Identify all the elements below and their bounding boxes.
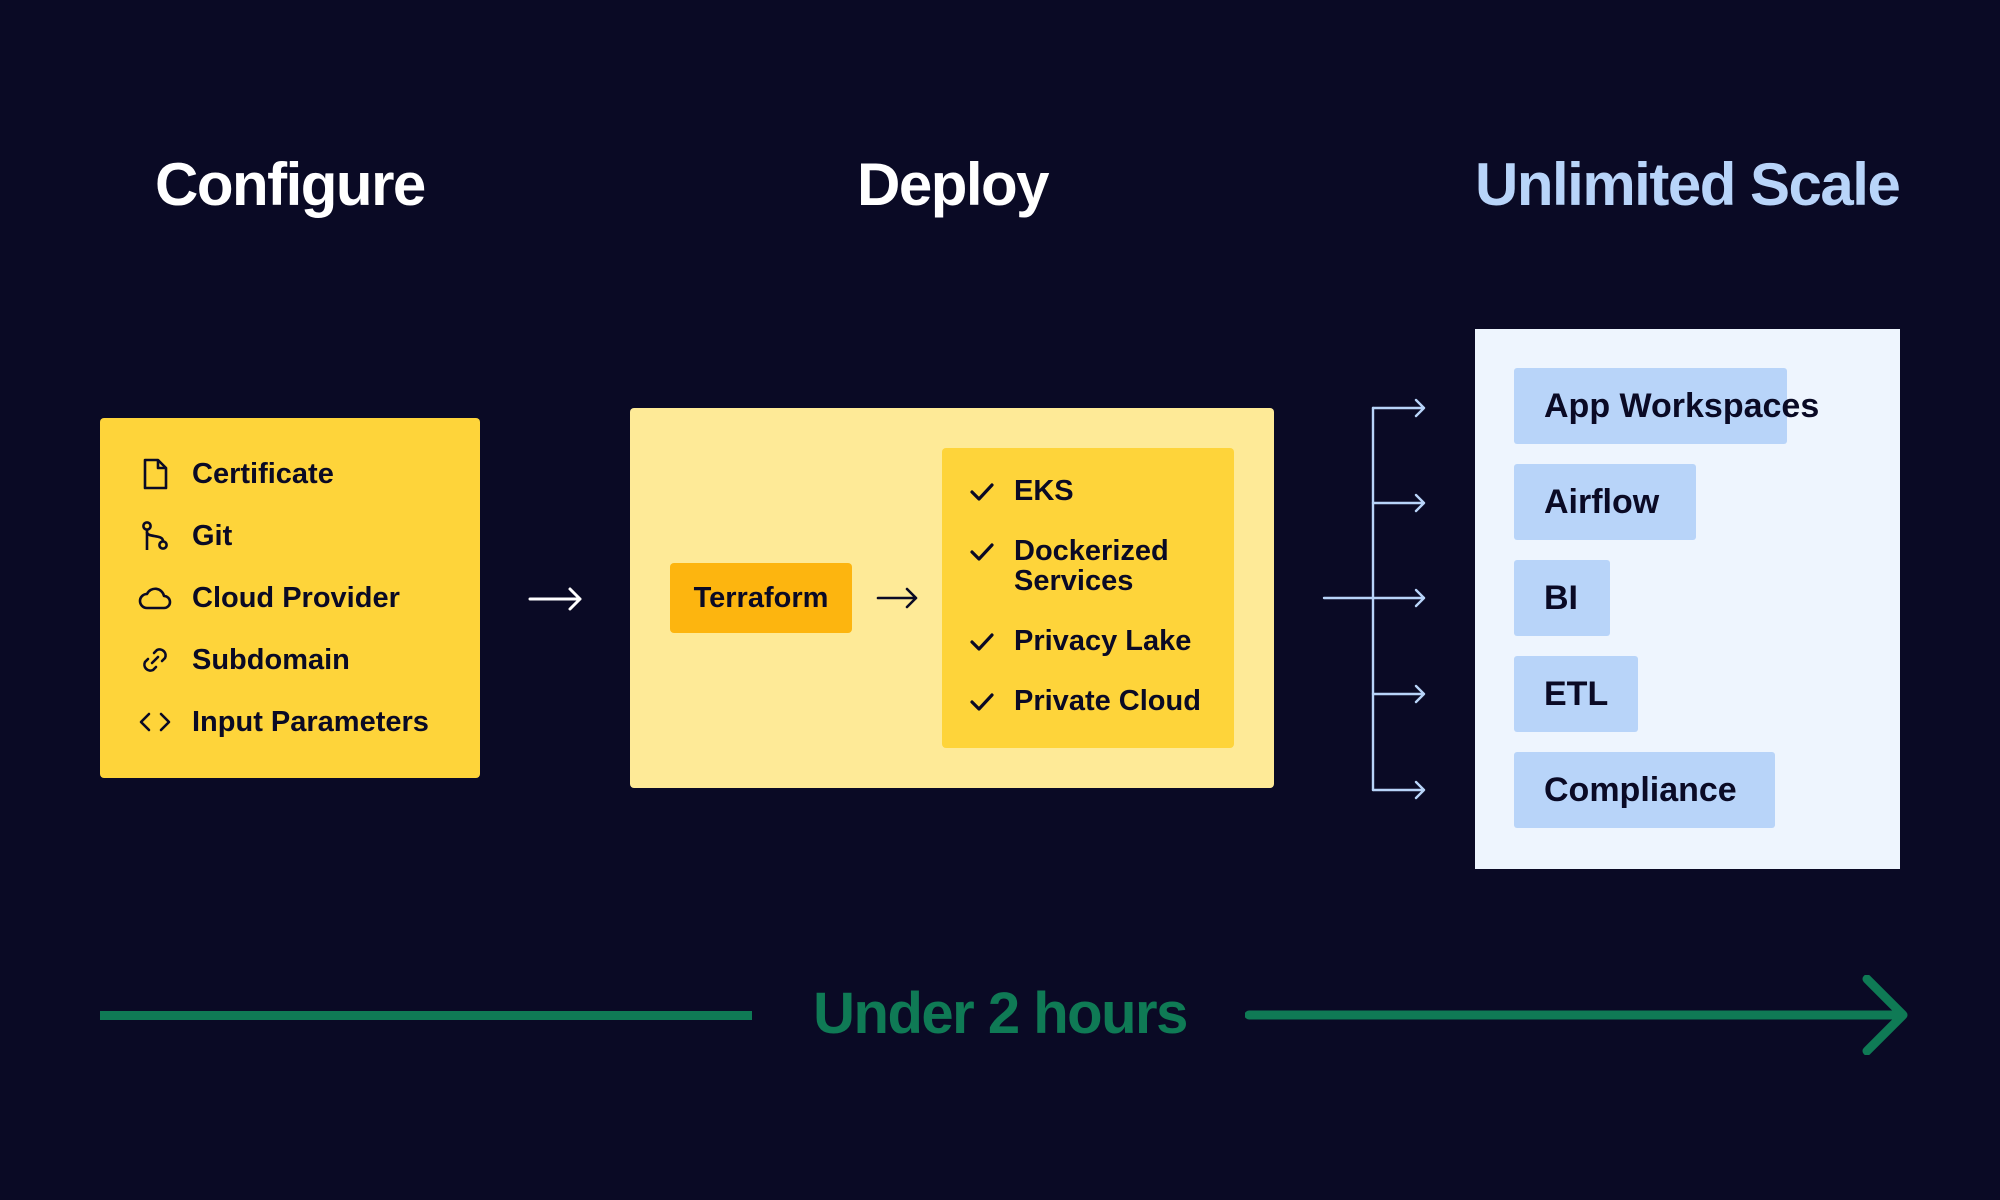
check-icon <box>970 483 994 501</box>
configure-item-git: Git <box>138 516 232 556</box>
app-chip-airflow: Airflow <box>1514 464 1696 540</box>
app-chip-compliance: Compliance <box>1514 752 1775 828</box>
git-branch-icon <box>138 519 172 553</box>
configure-item-label: Subdomain <box>192 643 350 676</box>
service-item-dockerized-services: Dockerized Services <box>968 536 1214 596</box>
deploy-heading: Deploy <box>857 151 1050 218</box>
service-label: Dockerized Services <box>1014 535 1169 597</box>
service-label: EKS <box>1014 475 1074 507</box>
service-item-private-cloud: Private Cloud <box>968 686 1214 716</box>
app-chip-etl: ETL <box>1514 656 1638 732</box>
configure-item-label: Certificate <box>192 457 334 490</box>
deploy-box: Terraform EKS Dockerized Services Privac… <box>630 408 1274 788</box>
unlimited-scale-heading: Unlimited Scale <box>1475 151 1901 218</box>
unlimited-scale-box: App Workspaces Airflow BI ETL Compliance <box>1475 329 1900 869</box>
service-label: Privacy Lake <box>1014 625 1192 657</box>
arrow-right-icon <box>876 587 918 609</box>
configure-item-label: Git <box>192 519 233 552</box>
arrow-right-icon <box>528 587 582 611</box>
service-item-eks: EKS <box>968 476 1214 506</box>
code-icon <box>138 705 172 739</box>
file-icon <box>138 457 172 491</box>
service-item-privacy-lake: Privacy Lake <box>968 626 1214 656</box>
configure-item-input-parameters: Input Parameters <box>138 702 429 742</box>
configure-heading: Configure <box>155 151 426 218</box>
deployed-services-box: EKS Dockerized Services Privacy Lake Pri… <box>942 448 1234 748</box>
check-icon <box>970 633 994 651</box>
service-label: Private Cloud <box>1014 685 1201 717</box>
configure-item-cloud-provider: Cloud Provider <box>138 578 400 618</box>
check-icon <box>970 543 994 561</box>
terraform-chip: Terraform <box>670 563 852 633</box>
timeline-line-left <box>100 1011 752 1020</box>
app-chip-bi: BI <box>1514 560 1610 636</box>
configure-item-subdomain: Subdomain <box>138 640 350 680</box>
cloud-icon <box>138 581 172 615</box>
app-chip-app-workspaces: App Workspaces <box>1514 368 1819 444</box>
configure-item-label: Input Parameters <box>192 705 429 738</box>
configure-item-certificate: Certificate <box>138 454 334 494</box>
configure-box: Certificate Git Cloud Provider Subdomain <box>100 418 480 778</box>
check-icon <box>970 693 994 711</box>
configure-item-label: Cloud Provider <box>192 581 400 614</box>
link-icon <box>138 643 172 677</box>
fan-out-connector <box>1322 398 1426 800</box>
timeline-arrow <box>1245 975 1908 1055</box>
timeline-label: Under 2 hours <box>813 981 1188 1046</box>
